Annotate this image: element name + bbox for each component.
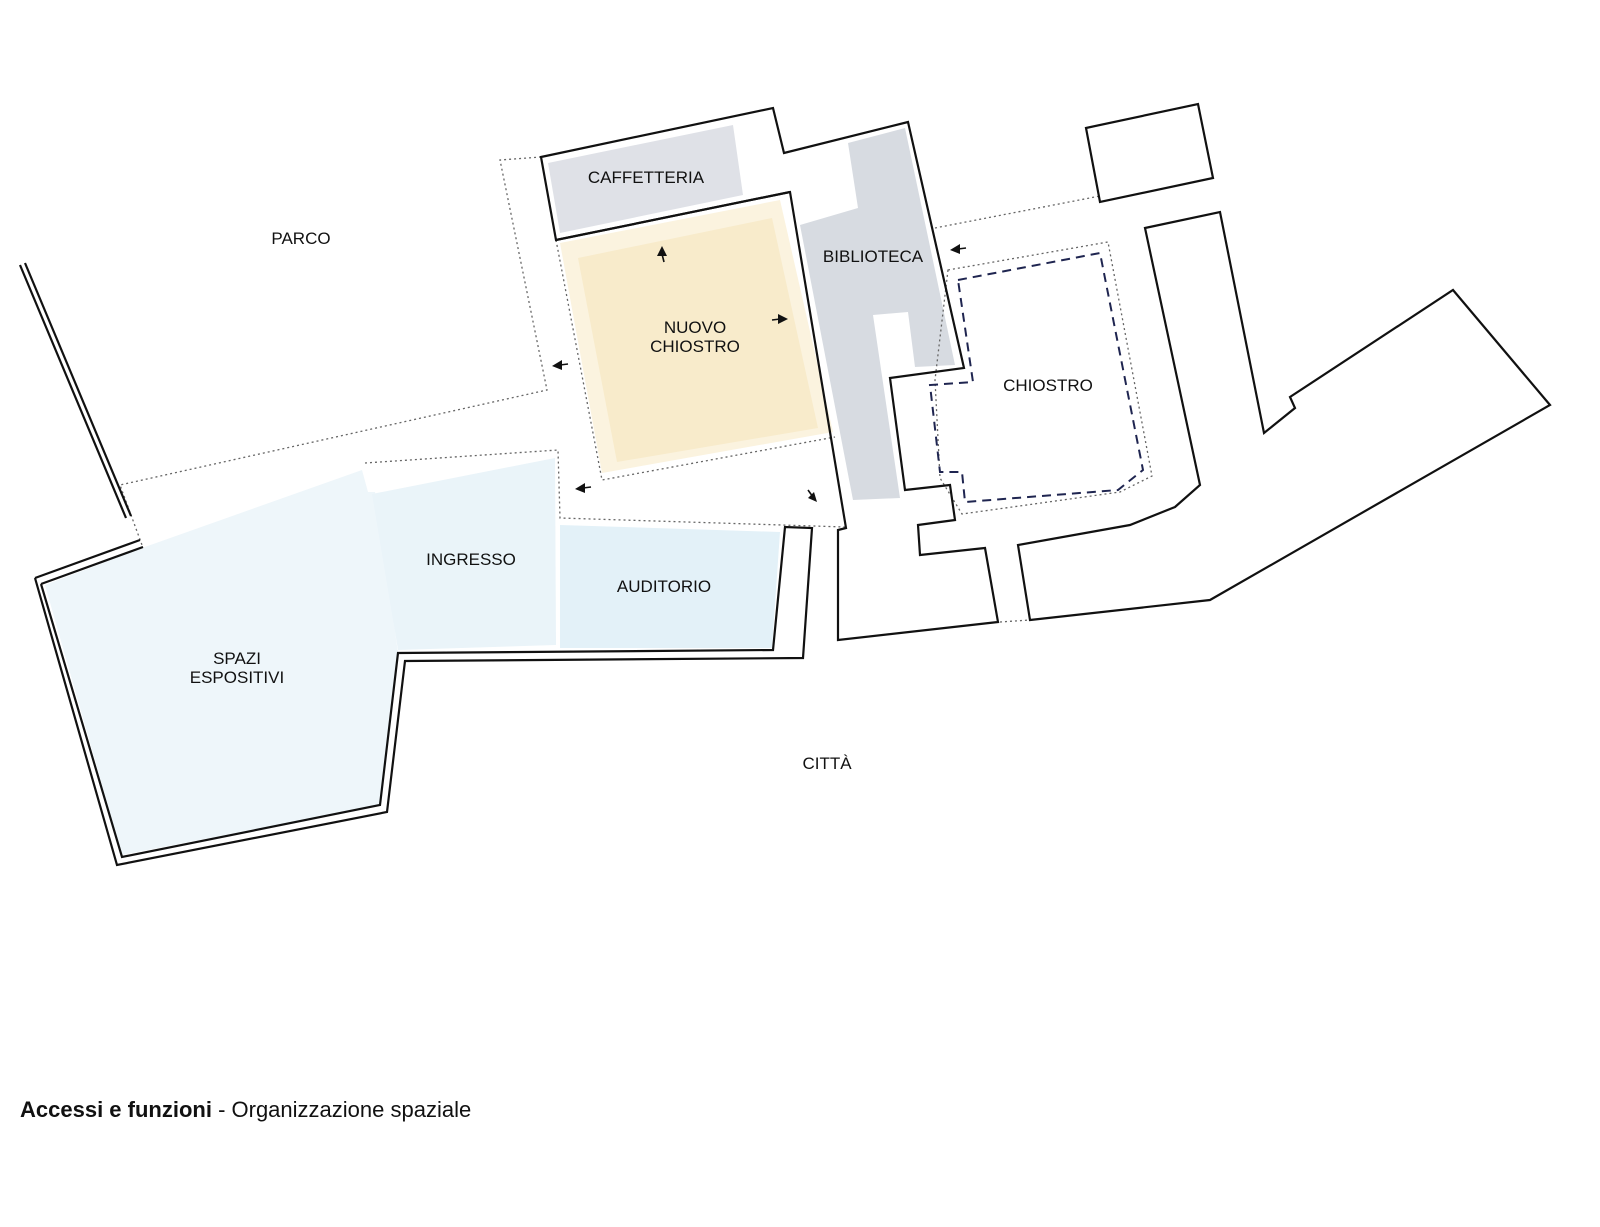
walls: [18, 102, 1552, 867]
arrow-icon: [575, 483, 585, 493]
arrow-icon: [552, 360, 562, 370]
dotted-boundaries: [119, 156, 1153, 623]
auditorio-area: [560, 525, 780, 648]
label-nuovo-chiostro-line2: CHIOSTRO: [650, 337, 740, 356]
arrow-icon: [950, 244, 960, 254]
caption-subtitle: - Organizzazione spaziale: [211, 1097, 472, 1122]
chiostro-outline: [928, 251, 1145, 504]
ingresso-area: [372, 458, 556, 650]
arrow-icon: [657, 246, 667, 256]
access-arrows: [552, 244, 967, 502]
label-auditorio: AUDITORIO: [617, 577, 711, 596]
label-citta: CITTÀ: [802, 754, 852, 773]
spazi-espositivi-area: [45, 470, 398, 855]
caption: Accessi e funzioni - Organizzazione spaz…: [20, 1097, 471, 1123]
label-spazi-line2: ESPOSITIVI: [190, 668, 284, 687]
label-ingresso: INGRESSO: [426, 550, 516, 569]
label-caffetteria: CAFFETTERIA: [588, 168, 705, 187]
caption-title: Accessi e funzioni: [20, 1097, 212, 1122]
label-spazi-line1: SPAZI: [213, 649, 261, 668]
nuovo-chiostro-core: [578, 218, 818, 462]
label-parco: PARCO: [271, 229, 330, 248]
caffetteria-area: [548, 125, 743, 233]
label-nuovo-chiostro-line1: NUOVO: [664, 318, 726, 337]
label-chiostro: CHIOSTRO: [1003, 376, 1093, 395]
biblioteca-area: [800, 128, 955, 500]
arrow-icon: [778, 314, 788, 324]
label-biblioteca: BIBLIOTECA: [823, 247, 924, 266]
